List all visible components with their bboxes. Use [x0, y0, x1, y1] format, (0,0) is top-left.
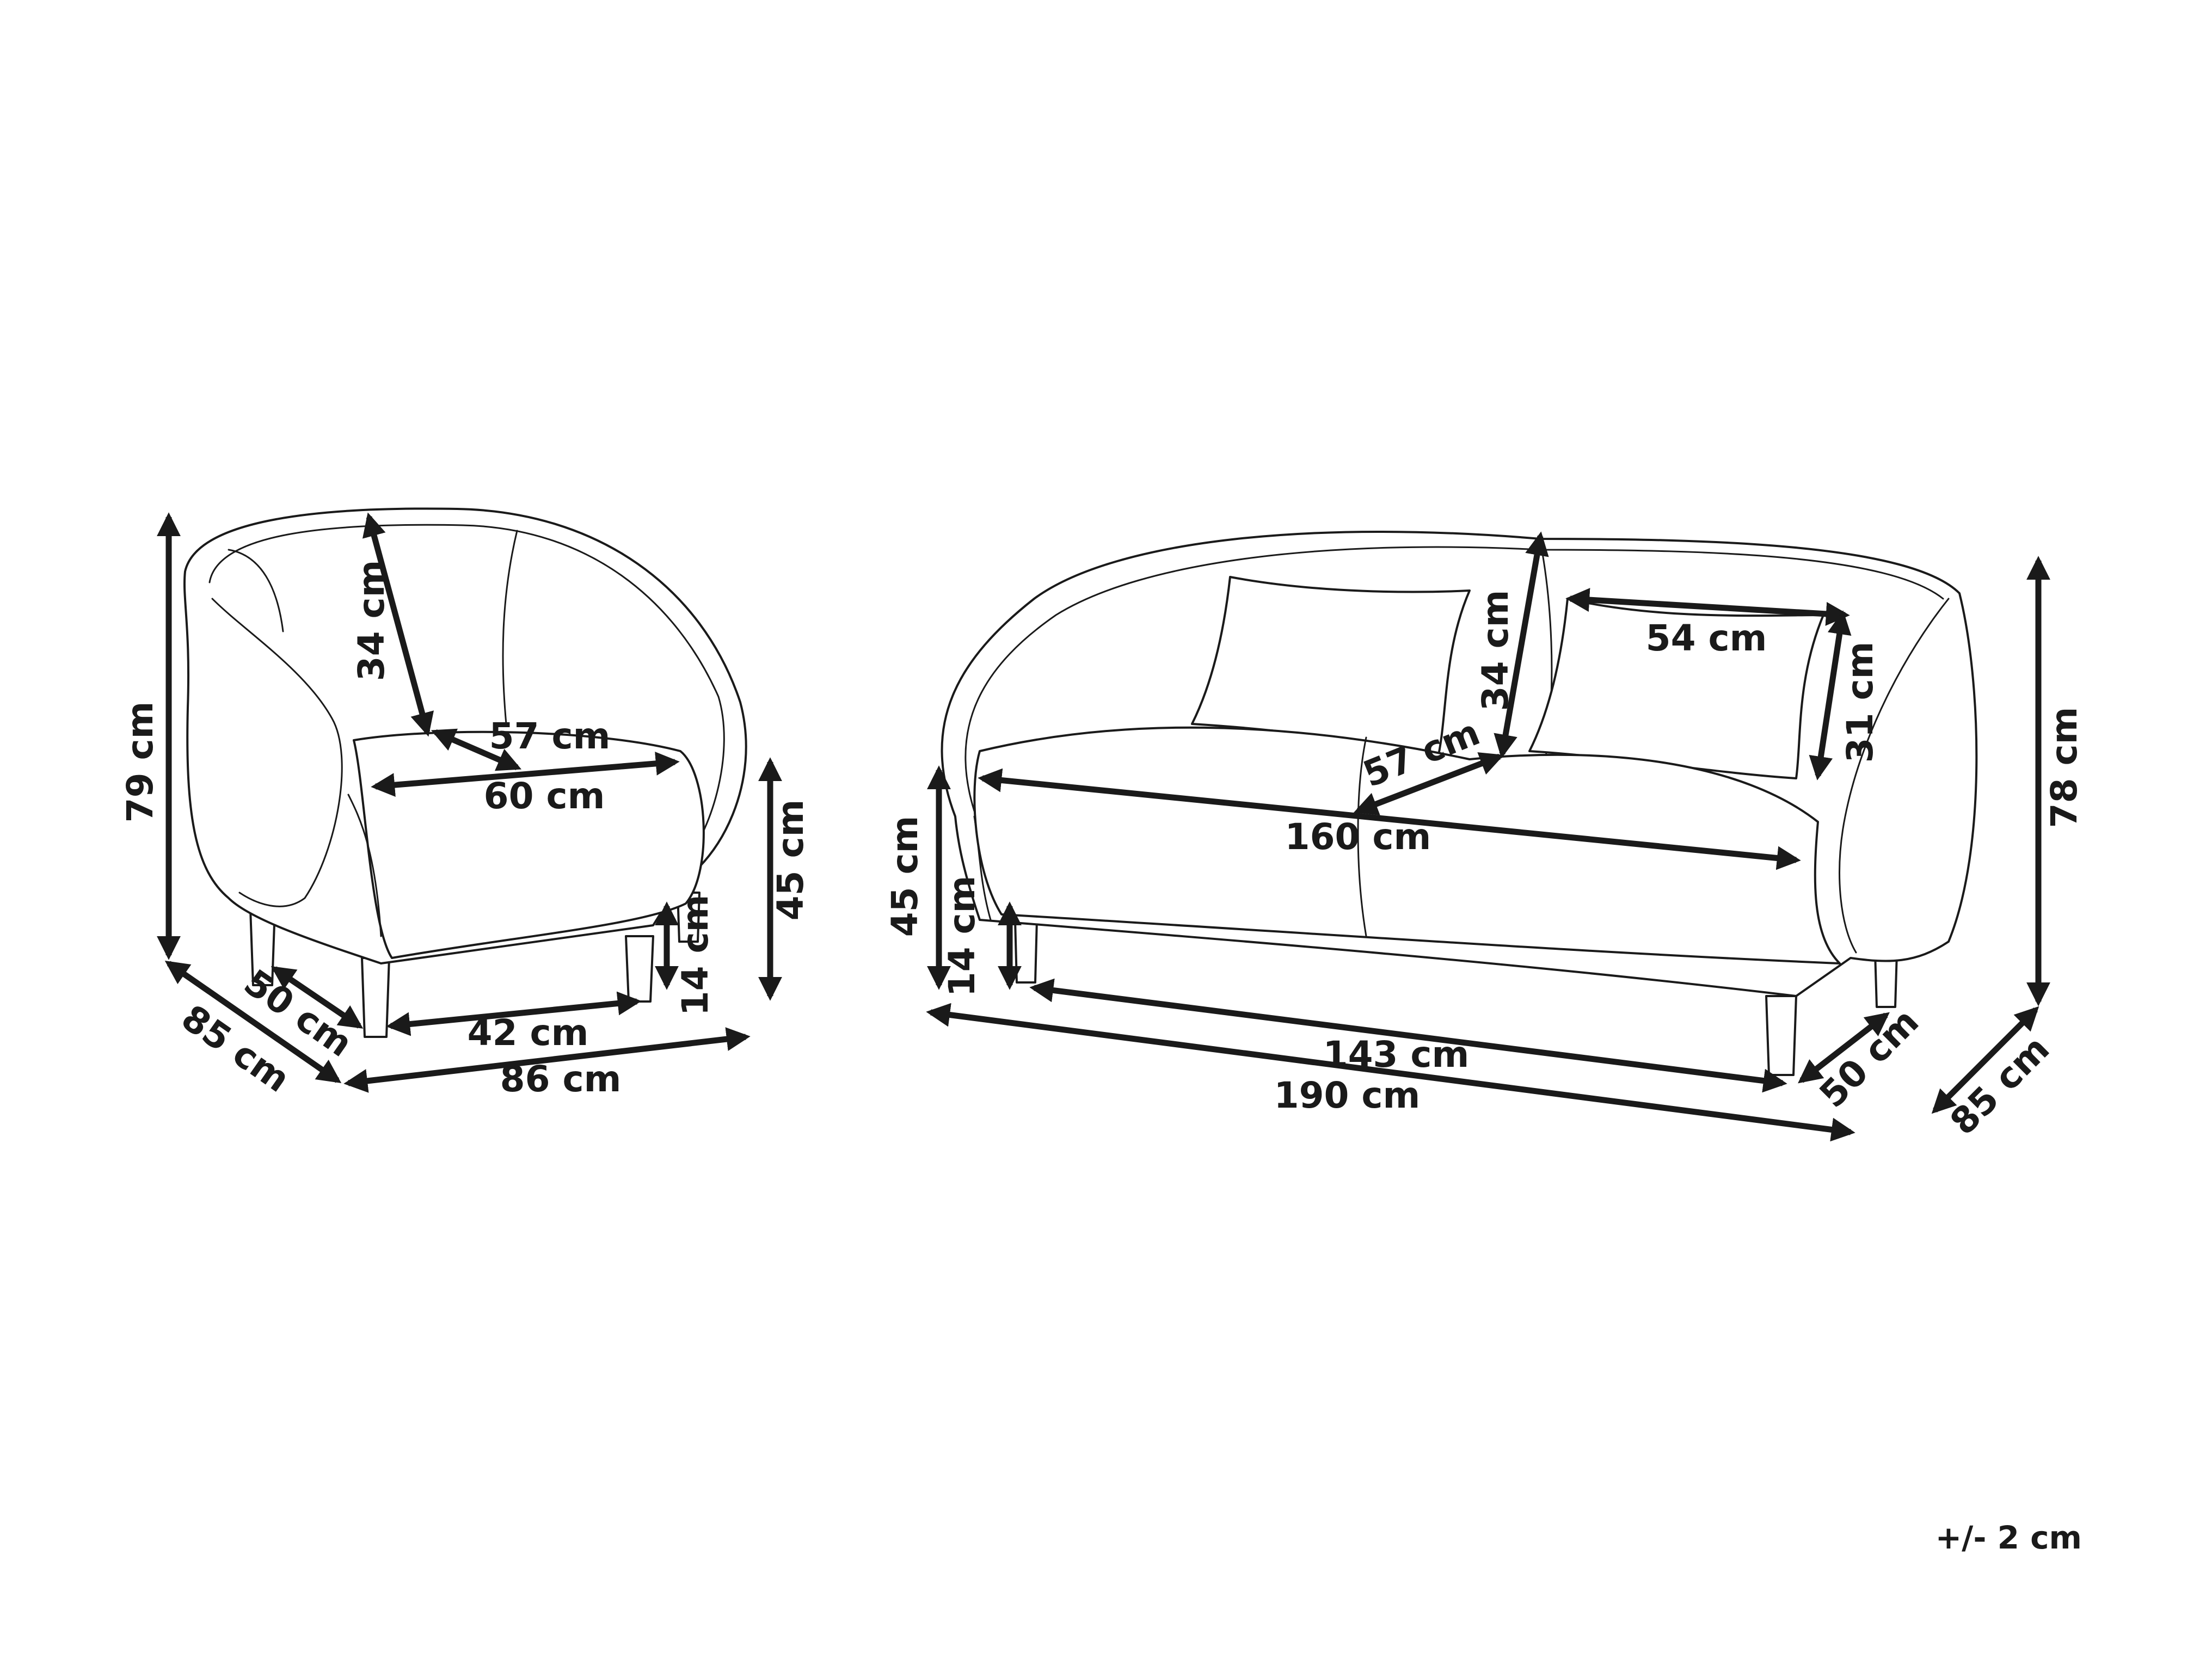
- sofa-cushion-height-arrow: [1809, 610, 1852, 781]
- armchair-width-arrow: [343, 1027, 751, 1093]
- armchair-seat-width-arrow: [371, 751, 680, 797]
- armchair-drawing: [183, 507, 747, 1038]
- sofa-leg-height-label: 14 cm: [941, 876, 983, 997]
- sofa-width-arrow: [926, 1003, 1855, 1142]
- sofa-backrest-arrow: [1494, 531, 1549, 759]
- tolerance-note: +/- 2 cm: [1936, 1519, 2082, 1556]
- sofa-cushion-width-arrow: [1565, 588, 1850, 626]
- armchair-leg-front-right: [625, 935, 654, 1003]
- sofa-inner-rim: [964, 546, 1944, 812]
- sofa-leg-front-right: [1765, 995, 1797, 1076]
- armchair-leg-front-left: [361, 957, 390, 1038]
- armchair-left-arm: [211, 598, 343, 907]
- sofa-leg-back-left: [1014, 919, 1038, 984]
- armchair-seat-depth-label: 57 cm: [489, 715, 611, 757]
- sofa-seat-width-arrow: [978, 768, 1801, 870]
- sofa-backrest-label: 34 cm: [1474, 590, 1516, 711]
- armchair-height-label: 79 cm: [119, 702, 161, 823]
- armchair-backrest-arrow: [362, 512, 434, 737]
- armchair-depth-arrow: [164, 960, 342, 1084]
- armchair-width-label: 86 cm: [500, 1058, 622, 1100]
- armchair-seat-height-label: 45 cm: [770, 800, 812, 921]
- sofa-seat-height-label: 45 cm: [884, 816, 926, 937]
- sofa-right-arm: [1839, 598, 1950, 954]
- armchair-inner-rim: [208, 524, 725, 861]
- sofa-depth-arrow: [1931, 1006, 2039, 1114]
- sofa-dimensions: [926, 531, 2050, 1142]
- armchair-backrest-label: 34 cm: [351, 560, 392, 681]
- sofa-width-label: 190 cm: [1274, 1074, 1421, 1116]
- sofa-inner-leg-label: 143 cm: [1323, 1034, 1470, 1076]
- sofa-seat-width-label: 160 cm: [1285, 816, 1431, 858]
- armchair-leg-height-label: 14 cm: [674, 895, 716, 1016]
- armchair-inner-leg-arrow: [386, 991, 642, 1036]
- sofa-cushion-height-label: 31 cm: [1839, 642, 1881, 763]
- armchair-seat-width-label: 60 cm: [484, 775, 605, 817]
- armchair-dimensions: [157, 512, 782, 1093]
- sofa-height-label: 78 cm: [2043, 707, 2085, 828]
- armchair-inner-leg-label: 42 cm: [468, 1012, 589, 1054]
- sofa-cushion-width-label: 54 cm: [1646, 617, 1767, 659]
- sofa-leg-depth-arrow: [1798, 1012, 1890, 1084]
